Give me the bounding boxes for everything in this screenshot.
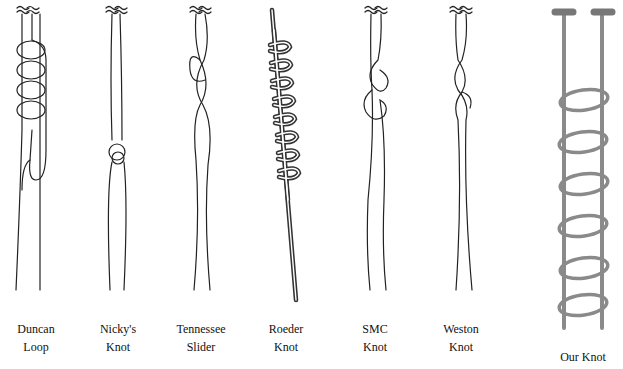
knot-label: Our Knot [560, 348, 606, 366]
duncan-loop-drawing [16, 14, 46, 290]
break-mark [17, 7, 472, 14]
knot-label: Nicky's Knot [100, 320, 136, 356]
smc-knot-drawing [364, 14, 388, 290]
nickys-knot-drawing [108, 14, 126, 290]
tennessee-slider-drawing [190, 14, 210, 290]
knot-label: Weston Knot [443, 320, 479, 356]
our-knot-drawing [555, 12, 612, 328]
knot-label: SMC Knot [362, 320, 387, 356]
knot-label: Tennessee Slider [176, 320, 225, 356]
weston-knot-drawing [455, 14, 472, 290]
roeder-knot-drawing [270, 10, 299, 300]
knot-label: Roeder Knot [269, 320, 304, 356]
knot-label: Duncan Loop [17, 320, 54, 356]
